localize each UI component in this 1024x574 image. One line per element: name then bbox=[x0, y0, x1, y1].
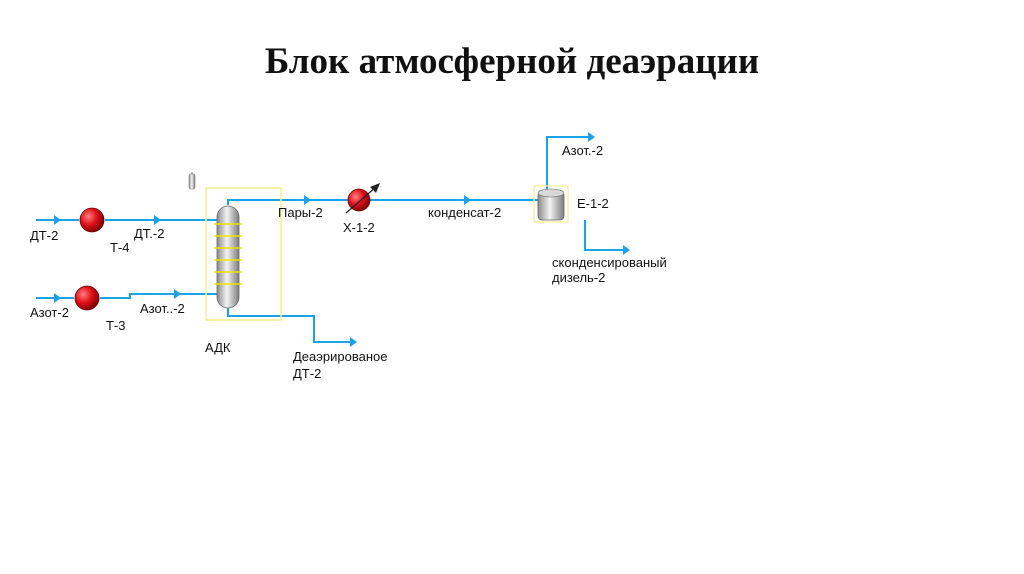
column-adk-frame bbox=[205, 187, 282, 321]
label-kondensat2: конденсат-2 bbox=[428, 205, 501, 220]
label-pump-t3: Т-3 bbox=[106, 318, 126, 333]
stream-skond-dizel2[interactable] bbox=[584, 220, 625, 251]
label-skond-line1: сконденсированый bbox=[552, 255, 667, 270]
stream-azot2-to-column[interactable] bbox=[100, 293, 217, 299]
label-skond-line2: дизель-2 bbox=[552, 270, 605, 285]
cooler-x12-icon[interactable] bbox=[345, 183, 380, 214]
label-azot2-top: Азот.-2 bbox=[562, 143, 603, 158]
label-azot2-to-column: Азот..-2 bbox=[140, 301, 185, 316]
column-adk-icon[interactable] bbox=[214, 205, 242, 309]
pump-t3-icon[interactable] bbox=[74, 285, 100, 311]
arrowhead-icon bbox=[54, 132, 630, 347]
label-pump-t4: Т-4 bbox=[110, 240, 130, 255]
label-dt2-feed: ДТ-2 bbox=[30, 228, 58, 243]
label-deaer-line1: Деаэрированое bbox=[293, 349, 387, 364]
label-cooler-x12: Х-1-2 bbox=[343, 220, 375, 235]
label-deaer-line2: ДТ-2 bbox=[293, 366, 321, 381]
page-title: Блок атмосферной деаэрации bbox=[264, 41, 760, 82]
stream-azot2-top[interactable] bbox=[546, 136, 590, 190]
label-separator-e12: Е-1-2 bbox=[577, 196, 609, 211]
pump-t4-icon[interactable] bbox=[79, 207, 105, 233]
label-azot2-feed: Азот-2 bbox=[30, 305, 69, 320]
label-column-adk: АДК bbox=[205, 340, 231, 355]
label-pary2: Пары-2 bbox=[278, 205, 323, 220]
separator-e12-icon[interactable] bbox=[533, 185, 569, 223]
label-dt2-to-column: ДТ.-2 bbox=[134, 226, 164, 241]
indicator-icon bbox=[188, 172, 196, 190]
stream-deaer-dt2[interactable] bbox=[227, 303, 352, 343]
